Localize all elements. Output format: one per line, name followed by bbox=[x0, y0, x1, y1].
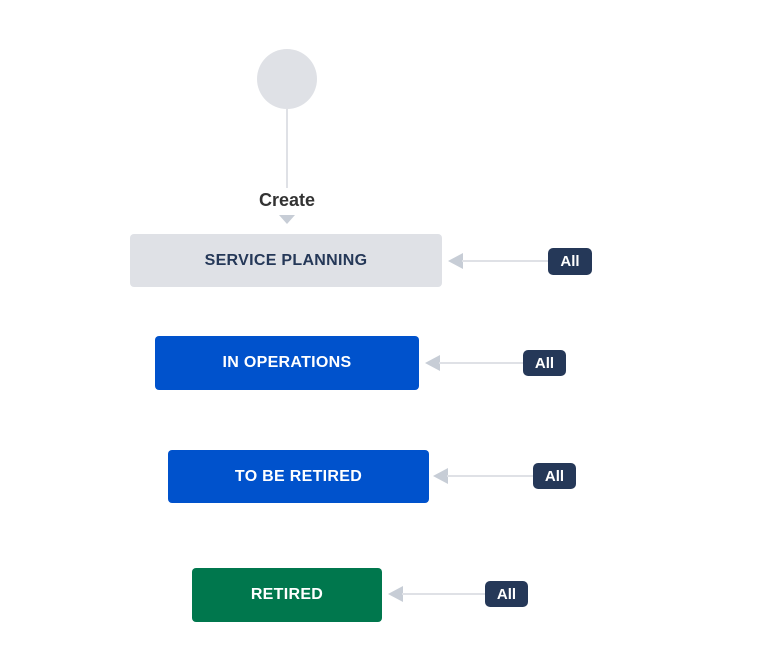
status-in-operations[interactable]: IN OPERATIONS bbox=[155, 336, 419, 390]
incoming-arrow-line bbox=[402, 593, 485, 595]
incoming-arrow-line bbox=[439, 362, 523, 364]
transition-badge-all-retired[interactable]: All bbox=[485, 581, 528, 607]
start-node[interactable] bbox=[257, 49, 317, 109]
incoming-arrow-line bbox=[447, 475, 533, 477]
transition-badge-all-to-be-retired[interactable]: All bbox=[533, 463, 576, 489]
transition-badge-all-service-planning[interactable]: All bbox=[548, 248, 592, 275]
status-retired[interactable]: RETIRED bbox=[192, 568, 382, 622]
arrow-left-icon bbox=[388, 586, 403, 602]
transition-badge-all-in-operations[interactable]: All bbox=[523, 350, 566, 376]
arrow-left-icon bbox=[425, 355, 440, 371]
arrow-down-icon bbox=[279, 215, 295, 224]
status-to-be-retired[interactable]: TO BE RETIRED bbox=[168, 450, 429, 503]
create-transition-connector bbox=[286, 109, 288, 188]
arrow-left-icon bbox=[448, 253, 463, 269]
arrow-left-icon bbox=[433, 468, 448, 484]
create-transition-label[interactable]: Create bbox=[258, 190, 316, 210]
incoming-arrow-line bbox=[462, 260, 548, 262]
status-service-planning[interactable]: SERVICE PLANNING bbox=[130, 234, 442, 287]
